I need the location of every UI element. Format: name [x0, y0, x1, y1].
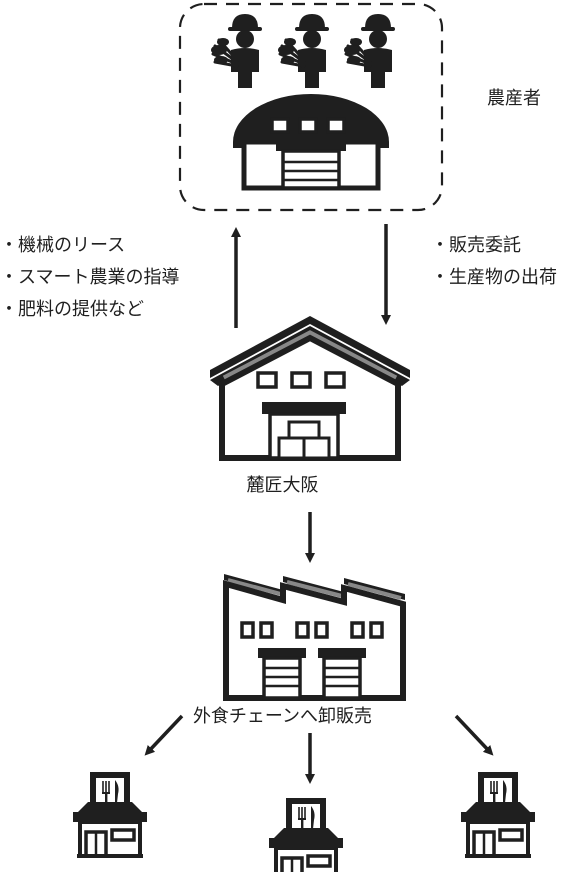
center-label: 麓匠大阪: [246, 475, 319, 496]
service-item: ・スマート農業の指導: [0, 267, 180, 288]
restaurant-icon: [459, 770, 537, 860]
factory-icon: [223, 574, 406, 701]
factory-label: 外食チェーンへ卸販売: [192, 706, 373, 727]
restaurant-icon: [267, 796, 345, 872]
arrow-to-restaurant-left: [144, 714, 184, 756]
producer-label: 農産者: [487, 88, 541, 109]
farmer-icon: [276, 12, 331, 90]
warehouse-icon: [210, 316, 410, 461]
service-item: ・機械のリース: [0, 235, 126, 256]
flows-list: ・販売委託 ・生産物の出荷: [431, 230, 557, 294]
farm-barn-icon: [233, 94, 389, 191]
services-list: ・機械のリース ・スマート農業の指導 ・肥料の提供など: [0, 230, 179, 326]
arrow-to-restaurant-right: [454, 714, 494, 756]
restaurant-icon: [71, 770, 149, 860]
farmer-icon: [209, 12, 264, 90]
farmer-icon: [342, 12, 397, 90]
service-item: ・肥料の提供など: [0, 299, 144, 320]
flow-item: ・生産物の出荷: [431, 267, 557, 288]
producer-group-border: [178, 2, 444, 212]
flow-item: ・販売委託: [431, 235, 521, 256]
